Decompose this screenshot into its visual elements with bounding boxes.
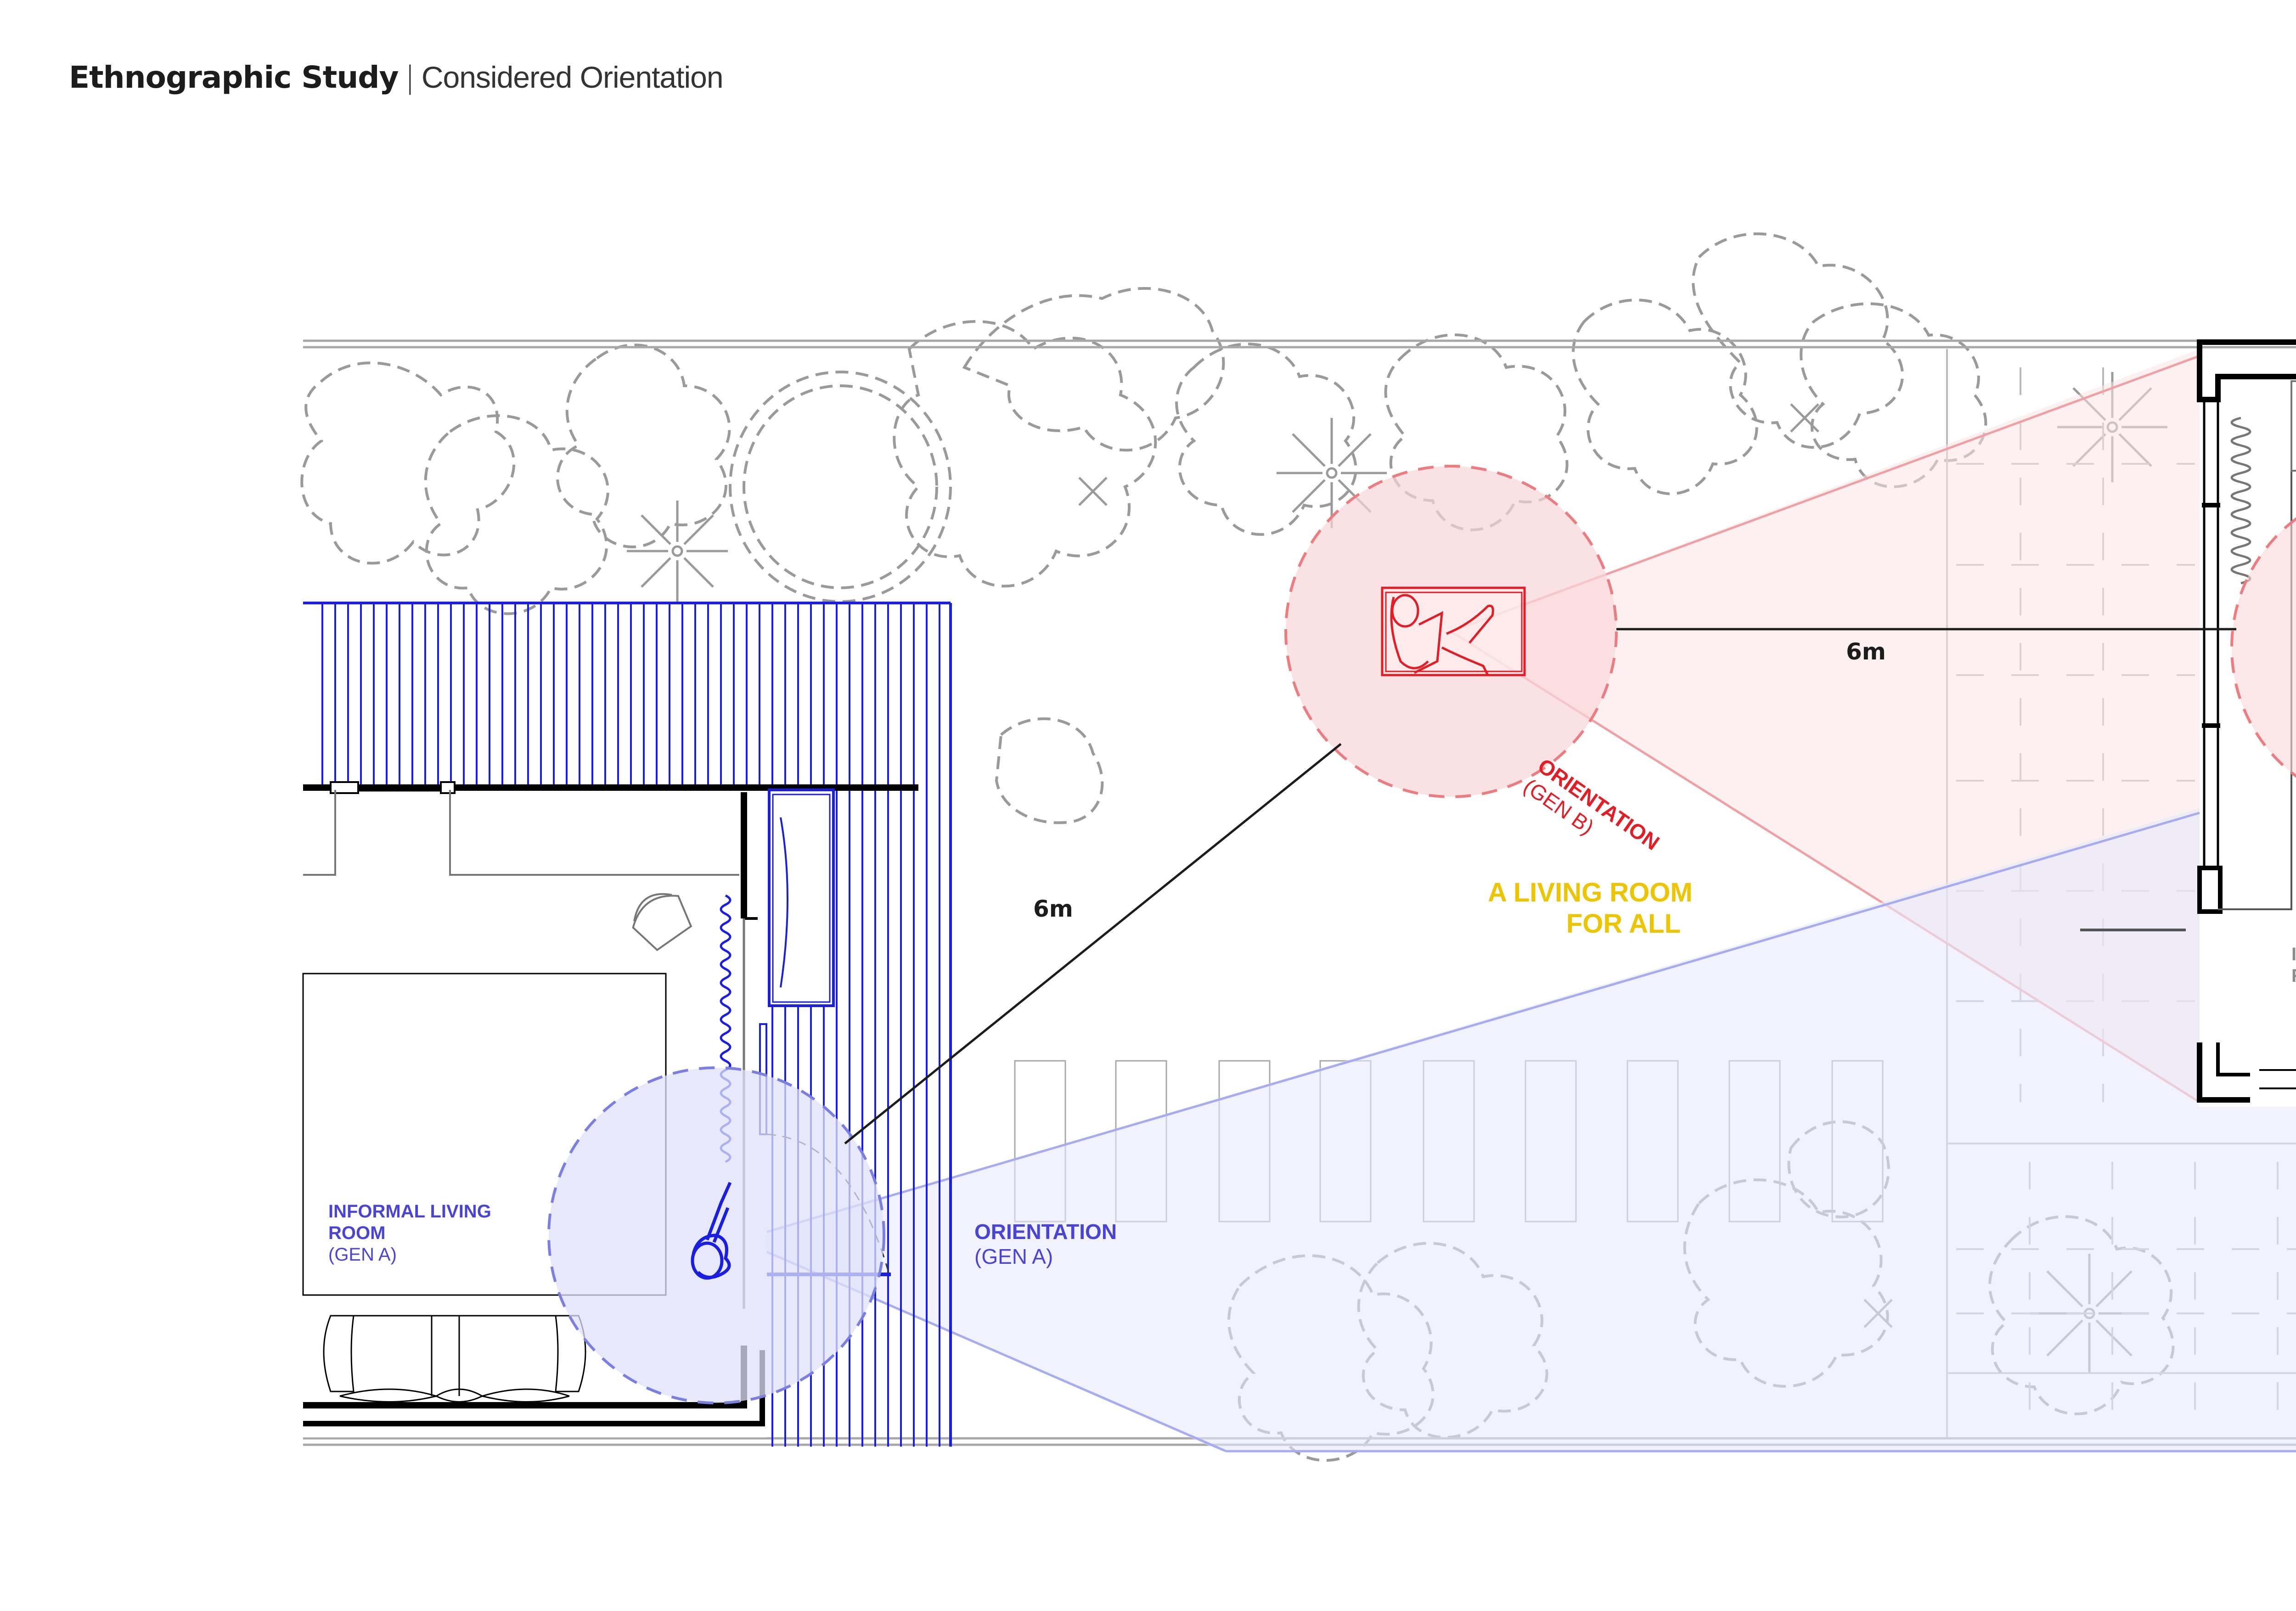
page-title: Ethnographic Study|Considered Orientatio… [69,60,724,95]
gen-a-figure-vacuuming [691,1182,732,1280]
sofa [323,1315,586,1403]
desk [2290,380,2296,472]
radiator [2230,417,2251,585]
gen-b-zone-garden [1284,465,1618,798]
gen-b-zone-interior [2230,517,2296,778]
label-informal-living-room-gen-a: INFORMAL LIVING ROOM (GEN A) [328,1201,491,1265]
label-orientation-gen-a: ORIENTATION (GEN A) [974,1220,1117,1269]
right-building [2080,339,2296,1103]
gen-a-view-cone [739,808,2296,1453]
title-separator: | [405,60,415,95]
dimension-lines [844,628,2236,1144]
dimension-label-horizontal: 6m [1846,638,1886,665]
label-informal-living-room-gen-ab: INFORMAL LIVING ROOM (GEN A & B) [2291,944,2296,986]
title-subtitle: Considered Orientation [421,60,724,94]
gen-a-zone [547,1066,885,1404]
gen-b-figure-reading-bench [1390,594,1494,676]
dimension-label-diagonal: 6m [1033,896,1073,922]
armchair [632,893,692,952]
headline-living-room-for-all: A LIVING ROOM FOR ALL [1488,878,1693,939]
title-bold: Ethnographic Study [69,60,399,95]
